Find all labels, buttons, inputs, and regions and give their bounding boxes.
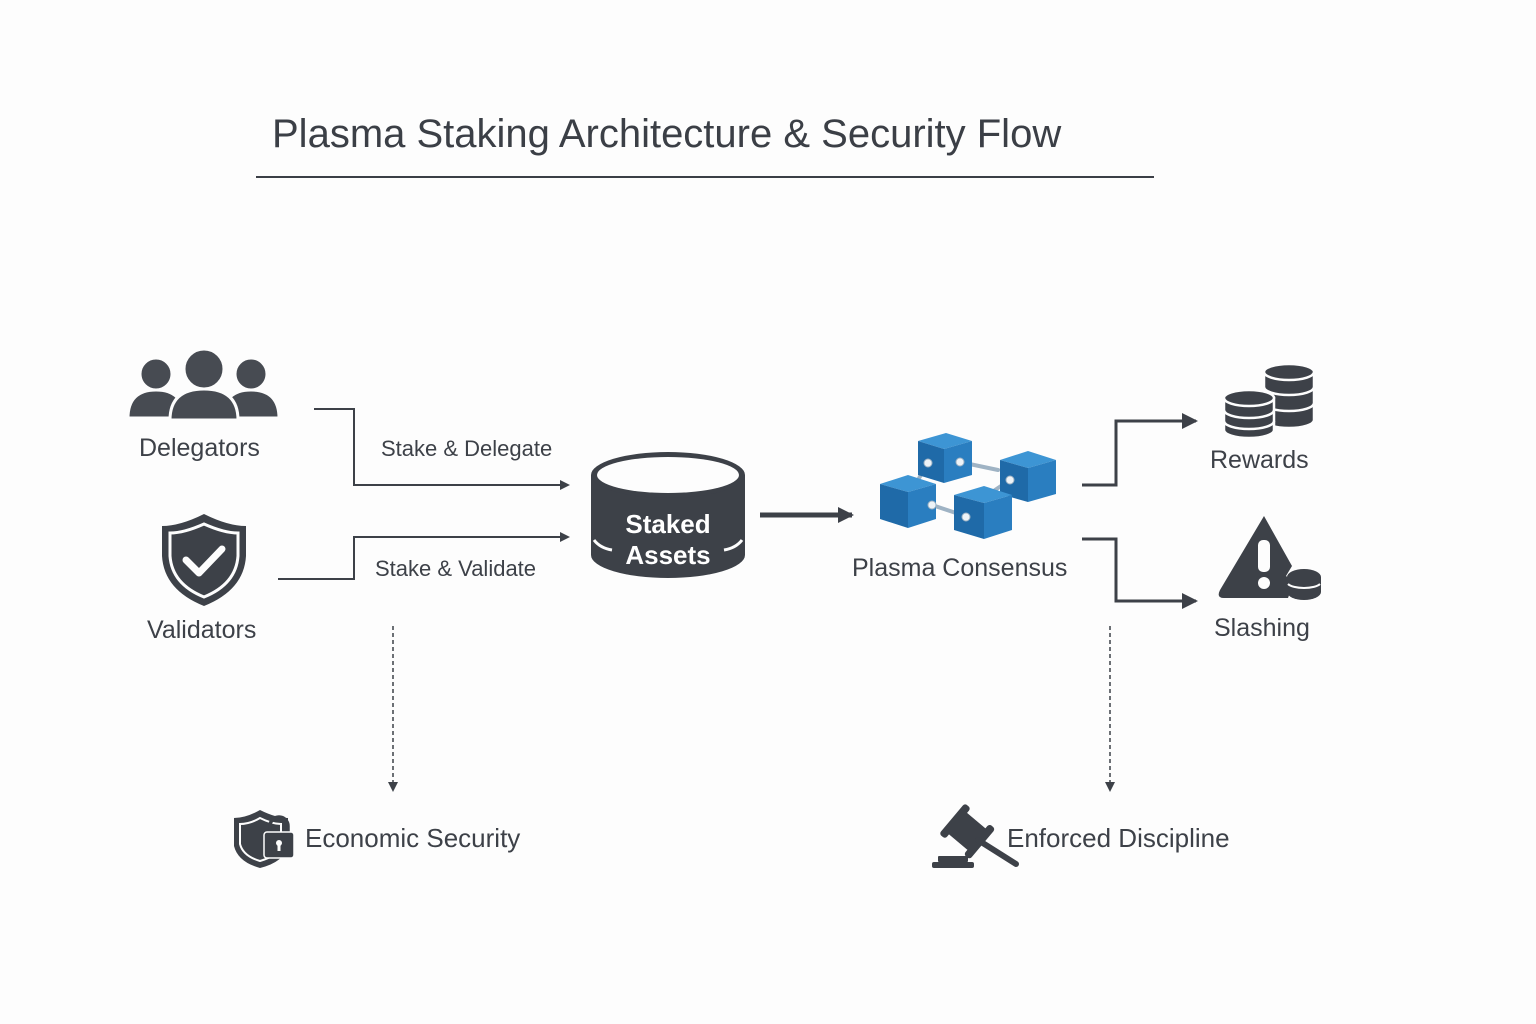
rewards-label: Rewards	[1210, 446, 1309, 474]
plasma-consensus-label: Plasma Consensus	[852, 554, 1068, 582]
edge-delegators-to-staked	[314, 408, 570, 490]
coin-stacks-icon	[1222, 362, 1316, 440]
staked-assets-label: Staked Assets	[598, 509, 738, 571]
warning-broken-coin-icon	[1218, 516, 1321, 600]
edge-validators-to-staked	[278, 532, 570, 580]
gavel-icon	[932, 804, 1019, 868]
database-cylinder-icon	[591, 452, 745, 578]
blockchain-cubes-icon	[880, 433, 1056, 539]
edge-consensus-to-slashing	[1082, 537, 1198, 609]
diagram-title: Plasma Staking Architecture & Security F…	[272, 112, 1062, 156]
validators-label: Validators	[147, 616, 257, 644]
delegators-label: Delegators	[139, 434, 260, 462]
enforced-discipline-label: Enforced Discipline	[1007, 823, 1230, 853]
stake-delegate-label: Stake & Delegate	[381, 436, 553, 461]
users-group-icon	[126, 347, 281, 422]
edge-consensus-to-rewards	[1082, 413, 1198, 487]
staked-assets-line1: Staked	[625, 509, 711, 539]
slashing-label: Slashing	[1214, 614, 1310, 642]
shield-lock-icon	[234, 810, 295, 868]
economic-security-label: Economic Security	[305, 823, 521, 853]
shield-check-icon	[162, 514, 246, 606]
staked-assets-line2: Assets	[625, 540, 711, 570]
title-underline	[256, 176, 1154, 178]
stake-validate-label: Stake & Validate	[375, 556, 537, 581]
